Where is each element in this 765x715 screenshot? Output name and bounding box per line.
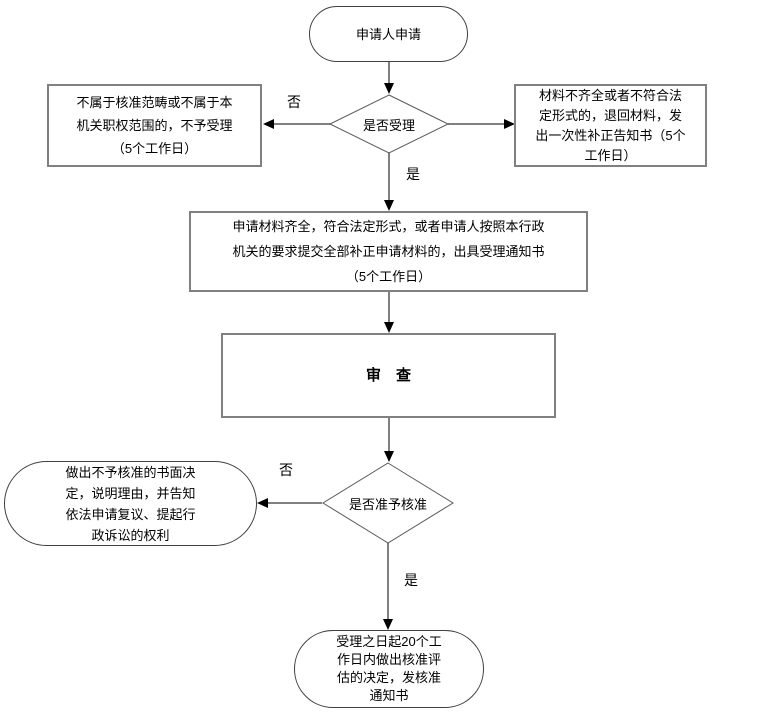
edge-label-no-2: 否	[279, 462, 293, 478]
arrowhead-down-decision2	[384, 451, 394, 462]
decision1-accept-label: 是否受理	[362, 117, 415, 133]
edge-label-yes-1: 是	[406, 166, 420, 182]
arrowhead-left-deny	[257, 498, 268, 508]
decision1-diamond-shape	[328, 94, 450, 154]
review-box: 审 查	[221, 333, 556, 418]
decision2-diamond-shape	[322, 462, 454, 544]
approve-notice-node: 受理之日起20个工 作日内做出核准评 估的决定，发核准 通知书	[294, 630, 484, 708]
start-node: 申请人申请	[309, 6, 468, 62]
edge-label-yes-2: 是	[404, 572, 418, 588]
reject-not-in-scope-box: 不属于核准范畴或不属于本 机关职权范围的，不予受理 （5个工作日）	[47, 84, 262, 167]
arrowhead-down-review	[384, 322, 394, 333]
decision2-approve-label: 是否准予核准	[348, 496, 427, 512]
arrowhead-down-decision1	[384, 83, 394, 94]
arrowhead-left-reject	[263, 119, 274, 129]
arrowhead-right-supplement	[504, 119, 515, 129]
deny-decision-node: 做出不予核准的书面决 定，说明理由，并告知 依法申请复议、提起行 政诉讼的权利	[4, 461, 257, 546]
arrowhead-down-accept	[384, 200, 394, 211]
edge-label-no-1: 否	[287, 94, 301, 110]
accept-notice-box: 申请材料齐全，符合法定形式，或者申请人按照本行政 机关的要求提交全部补正申请材料…	[189, 211, 588, 292]
return-materials-box: 材料不齐全或者不符合法 定形式的，退回材料，发 出一次性补正告知书（5个 工作日…	[514, 84, 707, 167]
arrowhead-down-approve	[383, 619, 393, 630]
